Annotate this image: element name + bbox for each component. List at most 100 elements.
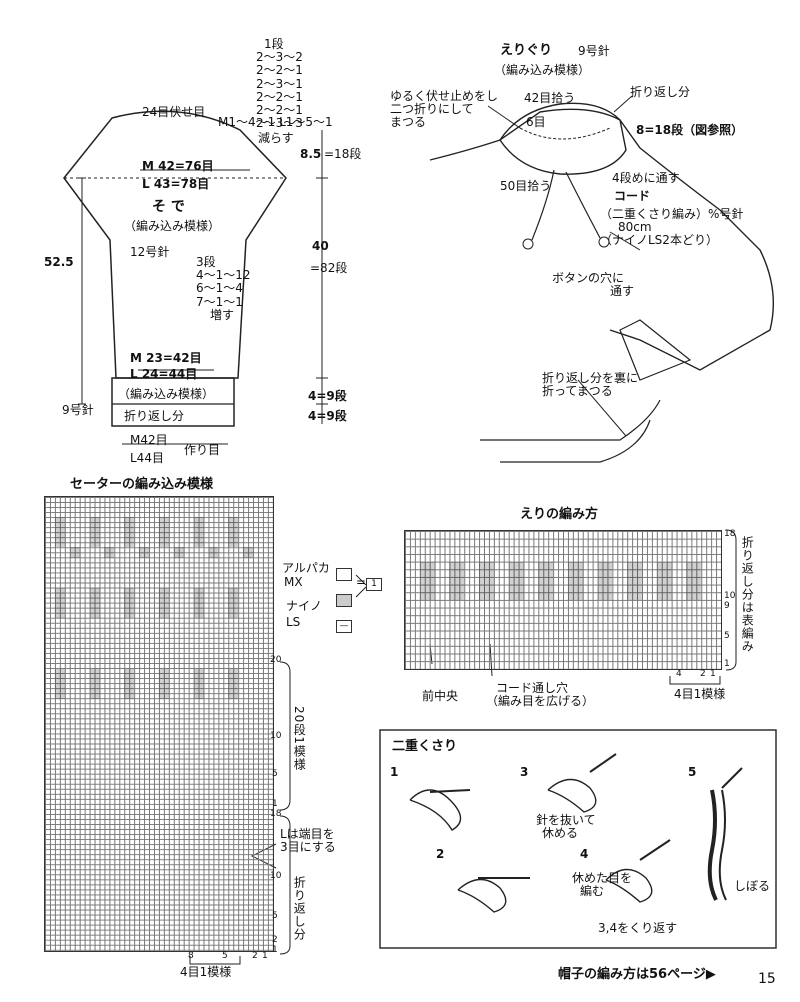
band-height-2: 4=9段: [308, 409, 347, 423]
sleeve-needle: 12号針: [130, 245, 170, 259]
motif-cell: [104, 547, 115, 558]
increase-row: 7～1～1: [196, 294, 243, 309]
motif-cell: [686, 561, 702, 600]
collar-height: 8=18段（図参照）: [636, 123, 744, 137]
step-5-note: しぼる: [734, 879, 771, 893]
cord-hole-note: コード通し穴 （編み目を広げる）: [486, 681, 595, 709]
key-empty-cell: [336, 568, 352, 581]
decrease-row: 2～2～1: [256, 102, 303, 117]
legend-eq: =: [356, 575, 367, 589]
side-fold: 折り返し分: [292, 876, 307, 941]
step-2: 2: [436, 847, 445, 861]
step-3-note: 針を抜いて 休める: [536, 813, 596, 841]
sleeve-band: [111, 377, 235, 427]
hat-reference: 帽子の編み方は56ページ▶: [558, 967, 716, 982]
small-needle: 9号針: [62, 403, 94, 417]
motif-cell: [159, 668, 169, 699]
cast-m: M42目: [130, 433, 168, 447]
motif-cell: [89, 517, 100, 548]
row-label-1: 1: [272, 799, 278, 809]
motif-cell: [124, 587, 135, 619]
step-5: 5: [688, 765, 697, 779]
motif-cell: [159, 587, 169, 619]
tick-5: 5: [222, 951, 228, 961]
motif-cell: [228, 587, 239, 619]
cord: [531, 169, 601, 241]
page-number: 15: [758, 971, 776, 987]
motif-cell: [243, 547, 254, 558]
collar-needle: 9号針: [578, 44, 610, 58]
motif-cell: [54, 587, 65, 619]
motif-cell: [54, 668, 65, 699]
side-repeat: 20段1模様: [292, 706, 307, 771]
motif-cell: [159, 517, 169, 548]
bottom-l: L 24=44目: [130, 367, 198, 381]
bottom-m: M 23=42目: [130, 351, 202, 365]
increase-row: 4～1～12: [196, 268, 251, 283]
tick-1: 1: [262, 951, 268, 961]
row-label-5: 5: [272, 769, 278, 779]
motif-cell: [193, 587, 204, 619]
motif-cell: [54, 517, 65, 548]
motif-cell: [89, 587, 100, 619]
cord-label: コード: [614, 189, 651, 203]
row-label-18: 18: [270, 809, 282, 819]
sweater-body: [429, 108, 774, 371]
motif-cell: [193, 668, 204, 699]
top-bind-off: 24目伏せ目: [142, 105, 206, 119]
motif-cell: [567, 561, 583, 600]
row-label-2: 2: [272, 935, 278, 945]
collar-chart-grid: [404, 530, 722, 670]
step-4-note: 休めた目を 編む: [572, 871, 633, 899]
sweater-chart-grid: [44, 496, 274, 952]
increase-label: 増す: [210, 307, 235, 322]
increase-table: 3段 4～1～12 6～1～4 7～1～1 増す: [196, 255, 251, 322]
hem: [480, 399, 661, 463]
total-height: 52.5: [44, 255, 74, 269]
motif-cell: [228, 517, 239, 548]
collar-row-18: 18: [724, 529, 736, 539]
motif-cell: [173, 547, 184, 558]
motif-cell: [449, 561, 465, 600]
sweater-chart-title: セーターの編み込み模様: [70, 477, 214, 492]
mid-height: 40: [312, 239, 329, 253]
row-label-10b: 10: [270, 871, 282, 881]
pick-50: 50目拾う: [500, 179, 552, 193]
collar-title: えりぐり: [500, 43, 553, 58]
motif-cell: [124, 517, 135, 548]
motif-cell: [508, 561, 524, 600]
step-1: 1: [390, 765, 399, 779]
mid-height-rows: =82段: [310, 261, 348, 275]
motif-cell: [69, 547, 80, 558]
row-label-10: 10: [270, 731, 282, 741]
collar-side-note: 折り返し分は表編み: [740, 536, 755, 653]
sleeve-decrease-table: 1段 2～3～2 2～2～1 2～3～1 2～2～1 2～2～1 2～3～3: [256, 37, 303, 131]
decrease-row: 2～2～1: [256, 89, 303, 104]
step-3: 3: [520, 765, 529, 779]
step-4: 4: [580, 847, 589, 861]
cap-height-rows: =18段: [324, 147, 362, 161]
collar-row-10: 10: [724, 591, 736, 601]
width-l: L 43=78目: [142, 177, 210, 191]
motif-cell: [89, 668, 100, 699]
sew-note: 折り返し分を裏に 折ってまつる: [542, 371, 639, 399]
cord-spec: （二重くさり編み）%号針 80cm （ナイノLS2本どり）: [600, 207, 744, 248]
motif-cell: [228, 668, 239, 699]
decrease-row: 2～3～3: [256, 116, 303, 131]
button-note: ボタンの穴に 通す: [552, 271, 635, 299]
collar-repeat: 4目1模様: [674, 687, 726, 701]
chain-title: 二重くさり: [392, 739, 458, 754]
legend-alpaca-mx: MX: [284, 575, 303, 589]
collar-tick-4: 4: [676, 669, 682, 679]
sleeve-outline: [63, 110, 287, 379]
band-height-1: 4=9段: [308, 389, 347, 403]
collar-chart-title: えりの編み方: [520, 507, 599, 522]
decrease-row: 2～2～1: [256, 63, 303, 78]
motif-cell: [656, 561, 672, 600]
fold-label: 折り返し分: [630, 85, 691, 99]
key-gray-cell: [336, 594, 352, 607]
row-label-20: 20: [270, 655, 282, 665]
width-m: M 42=76目: [142, 159, 214, 173]
repeat-note: 3,4をくり返す: [598, 921, 678, 935]
